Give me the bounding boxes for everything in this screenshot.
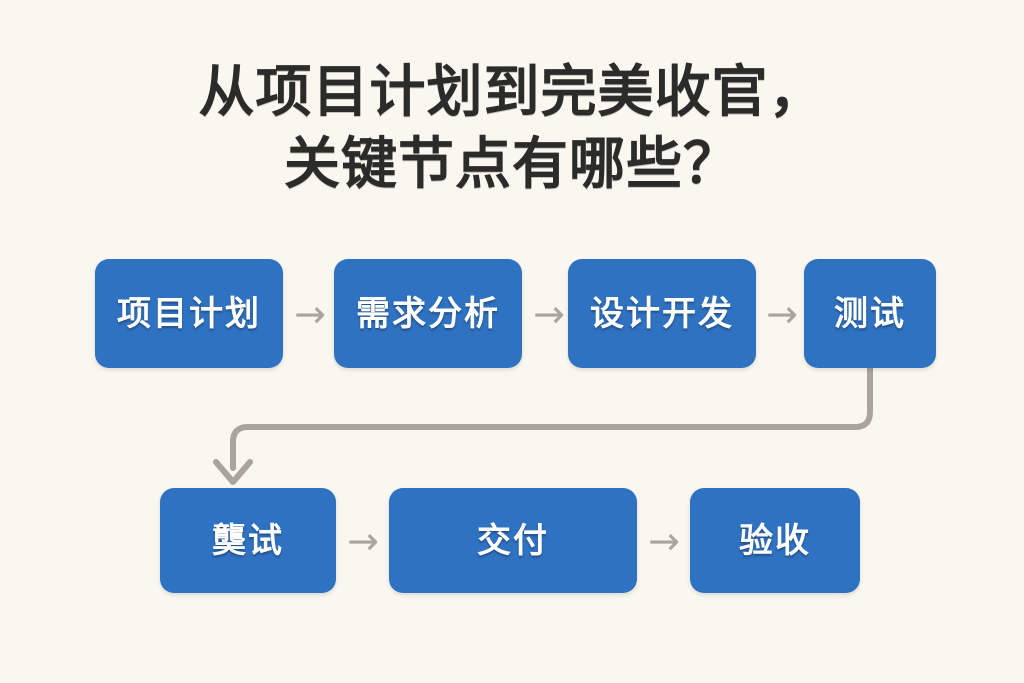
- flow-node-label: 测试: [834, 294, 906, 333]
- arrow-right-icon-r1-3: →: [766, 292, 798, 336]
- flow-node-trial-run[interactable]: 龑试: [160, 488, 336, 593]
- connector-path: [230, 359, 873, 471]
- flow-node-testing[interactable]: 测试: [804, 259, 936, 368]
- connector-arrowhead: [213, 459, 253, 485]
- arrow-right-icon-r2-2: →: [648, 519, 680, 563]
- title-line-2: 关键节点有哪些？: [284, 132, 740, 195]
- flow-node-design-development[interactable]: 设计开发: [568, 259, 756, 368]
- page-title: 从项目计划到完美收官， 关键节点有哪些？: [0, 56, 1024, 200]
- flow-node-label: 需求分析: [356, 294, 500, 333]
- flow-node-requirements-analysis[interactable]: 需求分析: [334, 259, 522, 368]
- arrow-right-icon-r1-1: →: [294, 292, 326, 336]
- flow-node-label: 龑试: [212, 521, 284, 560]
- flow-node-delivery[interactable]: 交付: [389, 488, 637, 593]
- title-line-1: 从项目计划到完美收官，: [198, 60, 826, 123]
- flow-node-label: 交付: [477, 521, 549, 560]
- flow-node-label: 设计开发: [590, 294, 734, 333]
- flow-node-label: 项目计划: [117, 294, 261, 333]
- arrow-right-icon-r2-1: →: [347, 519, 379, 563]
- arrow-right-icon-r1-2: →: [533, 292, 565, 336]
- flow-node-label: 验收: [739, 521, 811, 560]
- flow-node-project-plan[interactable]: 项目计划: [95, 259, 283, 368]
- flow-node-acceptance[interactable]: 验收: [690, 488, 860, 593]
